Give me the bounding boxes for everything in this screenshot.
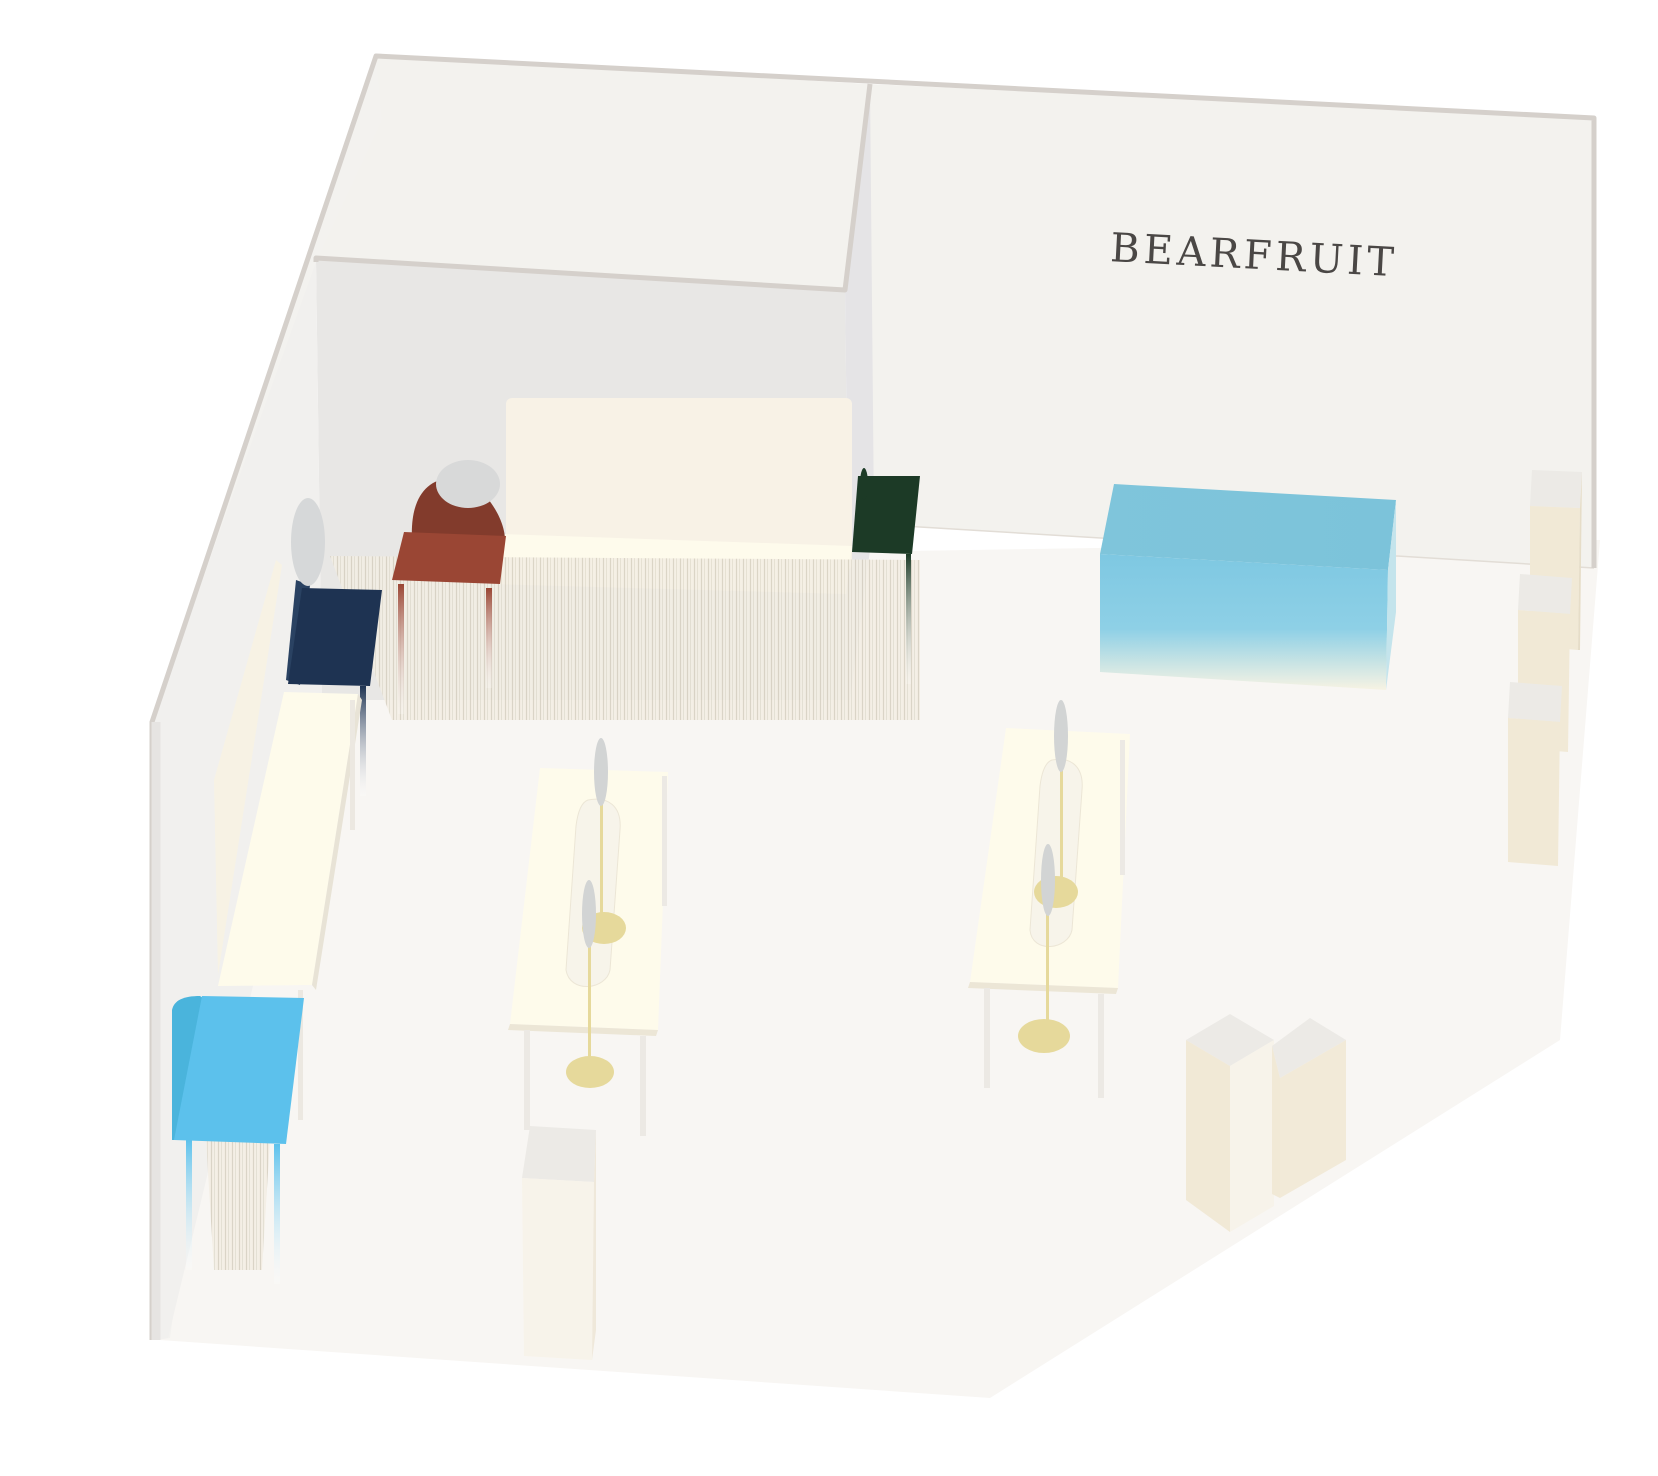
pedestal [522,1126,596,1360]
fringe-curtain-chair [206,1140,270,1270]
pedestal [1186,1014,1274,1232]
pedestal [1508,682,1562,866]
oval-mirror [291,498,325,586]
alcove-edge [313,83,873,293]
long-bench [214,560,362,1120]
sky-blue-chair [172,996,304,1284]
round-mirror [436,460,500,508]
rust-chair [392,460,506,714]
navy-chair [286,498,382,796]
standing-mirror-lamp [1018,844,1070,1053]
standing-mirror-lamp [566,880,614,1088]
wall-back-right [870,84,1594,568]
ice-blue-display [1100,484,1396,690]
pedestal [1272,1018,1346,1198]
forest-chair [852,468,920,684]
wall-back-left [316,56,870,290]
backdrop-panel [506,398,852,570]
fringe-curtain-back [330,556,920,720]
